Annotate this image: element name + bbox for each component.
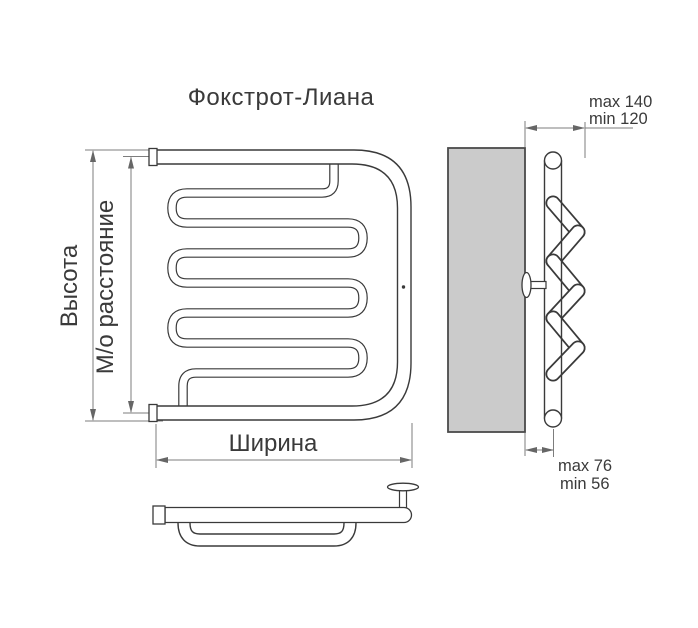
axis-distance-label: М/о расстояние <box>92 200 119 374</box>
model-title: Фокстрот-Лиана <box>187 84 375 111</box>
collector-pipe <box>155 149 412 421</box>
serpentine-coil <box>167 163 368 414</box>
mounting-bracket-top <box>386 482 420 510</box>
pipe-end-cap <box>152 505 166 525</box>
offset-max-label: max 140 <box>589 93 652 111</box>
axis-offset-min-label: min 56 <box>560 475 610 493</box>
mounting-bracket-side <box>521 271 547 299</box>
offset-min-label: min 120 <box>589 110 648 128</box>
width-label: Ширина <box>229 430 318 457</box>
pipe-end-cap <box>148 147 158 167</box>
top-collector-pipe <box>164 506 413 524</box>
side-view: max 140 min 120 <box>447 93 652 493</box>
top-coil-loop <box>177 516 357 547</box>
top-view <box>152 482 420 547</box>
wall <box>447 147 526 433</box>
side-collector-pipe <box>543 151 563 428</box>
front-view: Высота М/о расстояние Ширина <box>56 147 413 468</box>
height-label: Высота <box>56 244 83 327</box>
axis-offset-max-label: max 76 <box>558 457 612 475</box>
pipe-end-cap <box>148 403 158 423</box>
side-zigzag-coil <box>545 195 586 382</box>
vent-dot <box>401 285 406 289</box>
